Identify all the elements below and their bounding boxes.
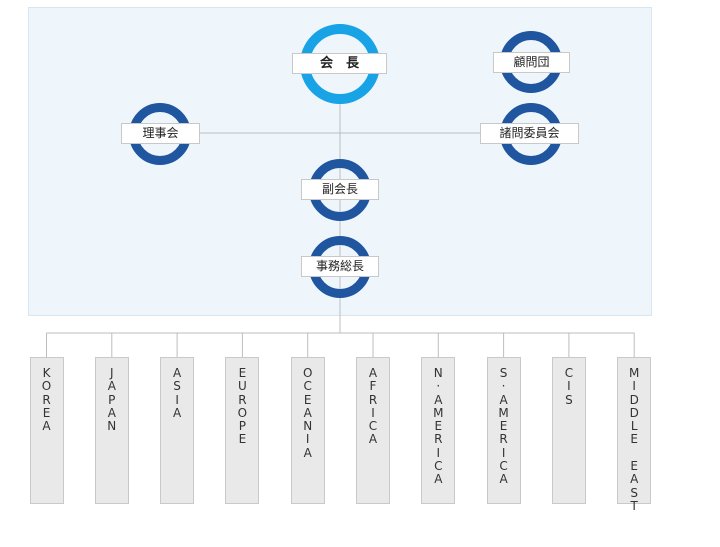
region-box-middle-east[interactable]: M I D D L E E A S T — [617, 357, 652, 513]
board-label[interactable]: 理事会 — [121, 123, 200, 144]
region-box-africa[interactable]: A F R I C A — [356, 357, 390, 504]
region-box-n-america[interactable]: N · A M E R I C A — [421, 357, 456, 504]
committee-label[interactable]: 諸問委員会 — [480, 123, 579, 144]
region-box-asia[interactable]: A S I A — [160, 357, 195, 504]
region-label: A F R I C A — [368, 366, 378, 447]
vice-chairman-label[interactable]: 副会長 — [301, 179, 379, 200]
advisory-label[interactable]: 顧問団 — [493, 52, 570, 73]
region-label: S · A M E R I C A — [498, 366, 509, 487]
region-label: J A P A N — [107, 366, 117, 434]
region-label: E U R O P E — [237, 366, 248, 447]
region-label: C I S — [564, 366, 574, 407]
secretary-general-label[interactable]: 事務総長 — [301, 256, 379, 277]
region-box-oceania[interactable]: O C E A N I A — [290, 357, 325, 504]
region-label: N · A M E R I C A — [433, 366, 444, 487]
region-label: K O R E A — [41, 366, 52, 434]
chairman-label[interactable]: 会 長 — [292, 53, 387, 74]
region-label: A S I A — [172, 366, 182, 420]
region-box-europe[interactable]: E U R O P E — [225, 357, 260, 504]
region-label: M I D D L E E A S T — [629, 366, 640, 513]
region-label: O C E A N I A — [302, 366, 313, 460]
region-box-korea[interactable]: K O R E A — [29, 357, 64, 504]
region-box-s-america[interactable]: S · A M E R I C A — [486, 357, 521, 504]
region-box-japan[interactable]: J A P A N — [94, 357, 129, 504]
region-box-cis[interactable]: C I S — [551, 357, 586, 504]
